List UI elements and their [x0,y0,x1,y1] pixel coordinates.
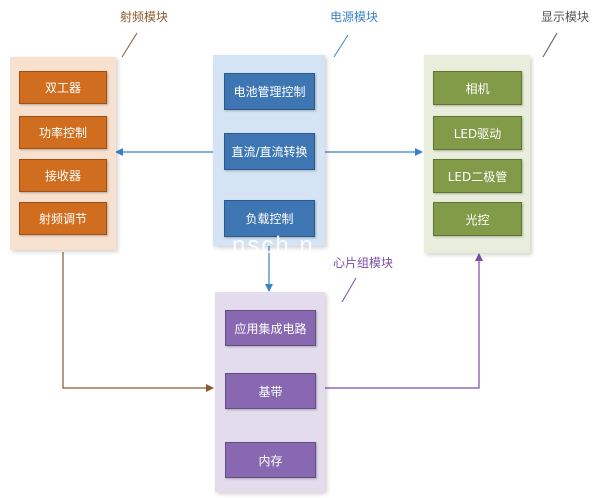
display-module-title: 显示模块 [541,10,590,24]
display-item-camera: 相机 [433,71,522,105]
rf-title-leader [121,32,138,58]
rf-item-power-control: 功率控制 [19,116,107,149]
display-item-light-control: 光控 [433,202,522,236]
power-item-dc-dc-converter: 直流/直流转换 [224,133,315,170]
power-module-title: 电源模块 [330,10,379,24]
chip-item-baseband: 基带 [225,373,316,409]
rf-item-receiver: 接收器 [19,159,107,192]
chip-title-leader [341,277,357,303]
watermark: nsch n [232,232,315,259]
power-item-battery-management: 电池管理控制 [224,73,315,110]
display-item-led-driver: LED驱动 [433,116,522,150]
display-item-led-diode: LED二极管 [433,159,522,193]
rf-item-duplexer: 双工器 [19,71,107,104]
chip-module-title: 心片组模块 [333,256,394,270]
chip-item-asic: 应用集成电路 [225,310,316,346]
chip-item-memory: 内存 [225,442,316,478]
display-title-leader [542,32,558,58]
rf-module-title: 射频模块 [120,10,169,24]
arrow-rf-to-chip [62,252,214,392]
power-item-load-control: 负载控制 [224,200,315,237]
power-title-leader [333,34,349,58]
arrow-chip-to-display [325,253,483,389]
rf-item-rf-tuning: 射频调节 [19,202,107,235]
